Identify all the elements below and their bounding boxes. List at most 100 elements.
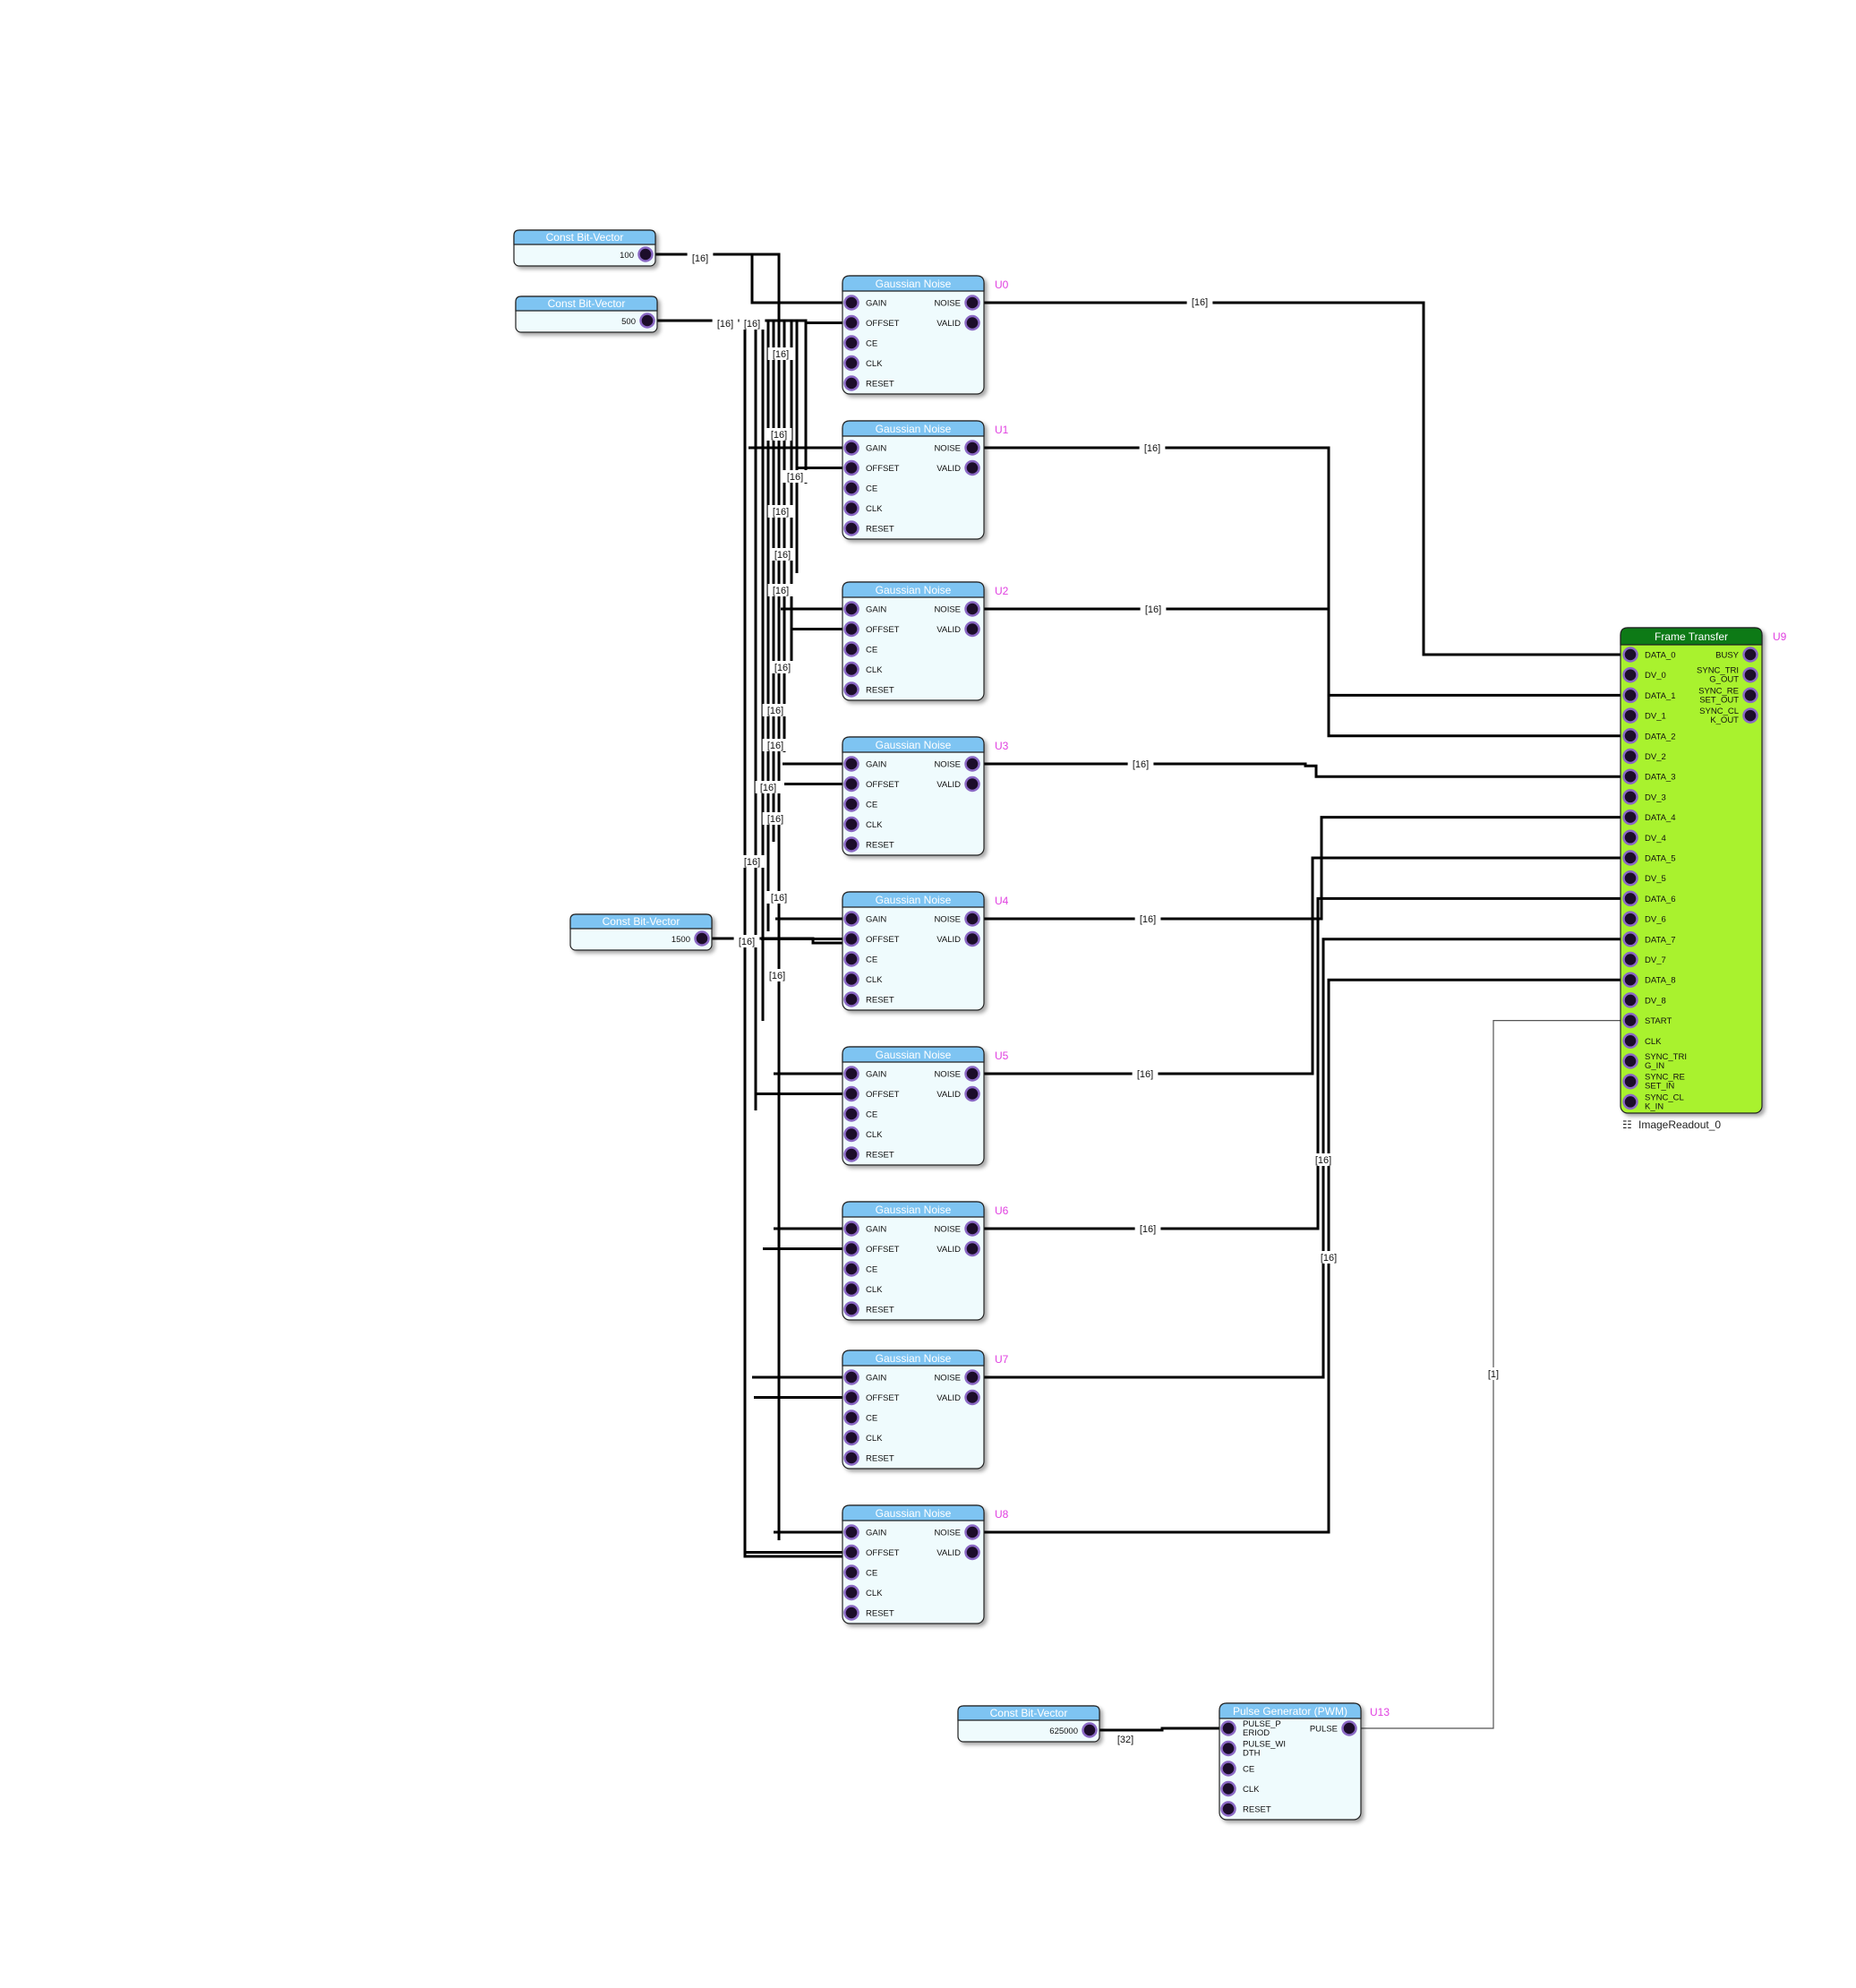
frame-output-port[interactable] — [1742, 647, 1758, 663]
noise-output-port-noise[interactable] — [964, 756, 980, 772]
gaussian-noise-U7[interactable]: Gaussian NoiseGAINOFFSETCECLKRESETNOISEV… — [842, 1350, 985, 1470]
frame-input-port[interactable] — [1622, 951, 1638, 968]
const-output-port[interactable] — [639, 313, 655, 329]
frame-input-port[interactable] — [1622, 1073, 1638, 1090]
noise-input-port-ce[interactable] — [843, 480, 860, 496]
noise-input-port-gain[interactable] — [843, 1369, 860, 1385]
frame-input-port[interactable] — [1622, 850, 1638, 866]
noise-output-port-valid[interactable] — [964, 775, 980, 793]
noise-input-port-reset[interactable] — [843, 375, 860, 391]
pulse-generator-block[interactable]: Pulse Generator (PWM)PULSE_PERIODPULSE_W… — [1219, 1702, 1362, 1821]
frame-input-port[interactable] — [1622, 870, 1638, 887]
noise-input-port-offset[interactable] — [843, 459, 860, 476]
frame-input-port[interactable] — [1622, 768, 1638, 784]
frame-input-port[interactable] — [1622, 911, 1638, 927]
noise-input-port-gain[interactable] — [843, 1524, 860, 1540]
noise-input-port-ce[interactable] — [843, 796, 860, 812]
noise-output-port-noise[interactable] — [964, 1524, 980, 1540]
frame-input-port[interactable] — [1622, 931, 1638, 947]
frame-input-port[interactable] — [1622, 809, 1638, 826]
gaussian-noise-U6[interactable]: Gaussian NoiseGAINOFFSETCECLKRESETNOISEV… — [842, 1201, 985, 1321]
frame-input-port[interactable] — [1622, 1053, 1638, 1069]
noise-input-port-offset[interactable] — [843, 1240, 860, 1257]
noise-input-port-ce[interactable] — [843, 335, 860, 351]
noise-input-port-offset[interactable] — [843, 1389, 860, 1406]
frame-input-port[interactable] — [1622, 829, 1638, 846]
noise-input-port-reset[interactable] — [843, 1450, 860, 1466]
noise-input-port-offset[interactable] — [843, 1085, 860, 1102]
noise-input-port-gain[interactable] — [843, 1066, 860, 1082]
noise-input-port-reset[interactable] — [843, 1301, 860, 1317]
noise-output-port-valid[interactable] — [964, 1085, 980, 1102]
frame-input-port[interactable] — [1622, 789, 1638, 805]
noise-input-port-clk[interactable] — [843, 500, 860, 517]
noise-input-port-gain[interactable] — [843, 1221, 860, 1237]
const-output-port[interactable] — [1082, 1722, 1098, 1738]
noise-input-port-clk[interactable] — [843, 816, 860, 833]
frame-input-port[interactable] — [1622, 1012, 1638, 1029]
const-output-port[interactable] — [637, 246, 654, 262]
noise-input-port-gain[interactable] — [843, 756, 860, 772]
frame-input-port[interactable] — [1622, 666, 1638, 683]
noise-input-port-reset[interactable] — [843, 836, 860, 853]
noise-input-port-reset[interactable] — [843, 1605, 860, 1621]
gaussian-noise-U2[interactable]: Gaussian NoiseGAINOFFSETCECLKRESETNOISEV… — [842, 581, 985, 701]
noise-output-port-valid[interactable] — [964, 621, 980, 638]
pulse-input-port[interactable] — [1220, 1740, 1236, 1757]
pulse-input-port[interactable] — [1220, 1801, 1236, 1817]
noise-input-port-offset[interactable] — [843, 930, 860, 947]
frame-output-port[interactable] — [1742, 666, 1758, 683]
noise-input-port-clk[interactable] — [843, 355, 860, 372]
frame-input-port[interactable] — [1622, 748, 1638, 765]
gaussian-noise-U3[interactable]: Gaussian NoiseGAINOFFSETCECLKRESETNOISEV… — [842, 736, 985, 856]
noise-output-port-noise[interactable] — [964, 1221, 980, 1237]
frame-input-port[interactable] — [1622, 728, 1638, 744]
frame-input-port[interactable] — [1622, 707, 1638, 724]
noise-input-port-clk[interactable] — [843, 1126, 860, 1143]
const-output-port[interactable] — [694, 930, 710, 947]
noise-output-port-valid[interactable] — [964, 1389, 980, 1406]
frame-input-port[interactable] — [1622, 1093, 1638, 1110]
gaussian-noise-U8[interactable]: Gaussian NoiseGAINOFFSETCECLKRESETNOISEV… — [842, 1504, 985, 1624]
noise-input-port-clk[interactable] — [843, 1429, 860, 1446]
noise-input-port-clk[interactable] — [843, 1584, 860, 1601]
frame-output-port[interactable] — [1742, 707, 1758, 724]
noise-output-port-noise[interactable] — [964, 911, 980, 927]
pulse-input-port[interactable] — [1220, 1720, 1236, 1736]
noise-input-port-clk[interactable] — [843, 1281, 860, 1298]
frame-input-port[interactable] — [1622, 992, 1638, 1008]
noise-input-port-reset[interactable] — [843, 681, 860, 698]
noise-output-port-valid[interactable] — [964, 314, 980, 331]
noise-output-port-valid[interactable] — [964, 459, 980, 476]
noise-input-port-offset[interactable] — [843, 1544, 860, 1561]
noise-output-port-valid[interactable] — [964, 1240, 980, 1257]
frame-input-port[interactable] — [1622, 972, 1638, 988]
gaussian-noise-U4[interactable]: Gaussian NoiseGAINOFFSETCECLKRESETNOISEV… — [842, 891, 985, 1011]
gaussian-noise-U1[interactable]: Gaussian NoiseGAINOFFSETCECLKRESETNOISEV… — [842, 420, 985, 540]
noise-input-port-ce[interactable] — [843, 1564, 860, 1581]
noise-input-port-ce[interactable] — [843, 1261, 860, 1277]
noise-input-port-reset[interactable] — [843, 1146, 860, 1162]
frame-input-port[interactable] — [1622, 687, 1638, 704]
noise-input-port-gain[interactable] — [843, 295, 860, 311]
noise-output-port-noise[interactable] — [964, 295, 980, 311]
noise-input-port-offset[interactable] — [843, 314, 860, 331]
noise-input-port-offset[interactable] — [843, 621, 860, 638]
noise-input-port-gain[interactable] — [843, 911, 860, 927]
noise-output-port-valid[interactable] — [964, 930, 980, 947]
pulse-output-port[interactable] — [1341, 1720, 1357, 1736]
frame-input-port[interactable] — [1622, 1033, 1638, 1050]
noise-output-port-valid[interactable] — [964, 1544, 980, 1561]
frame-input-port[interactable] — [1622, 890, 1638, 907]
noise-output-port-noise[interactable] — [964, 1066, 980, 1082]
noise-input-port-ce[interactable] — [843, 1106, 860, 1122]
noise-input-port-clk[interactable] — [843, 971, 860, 988]
frame-output-port[interactable] — [1742, 687, 1758, 704]
gaussian-noise-U5[interactable]: Gaussian NoiseGAINOFFSETCECLKRESETNOISEV… — [842, 1046, 985, 1166]
noise-input-port-ce[interactable] — [843, 641, 860, 657]
noise-output-port-noise[interactable] — [964, 440, 980, 456]
